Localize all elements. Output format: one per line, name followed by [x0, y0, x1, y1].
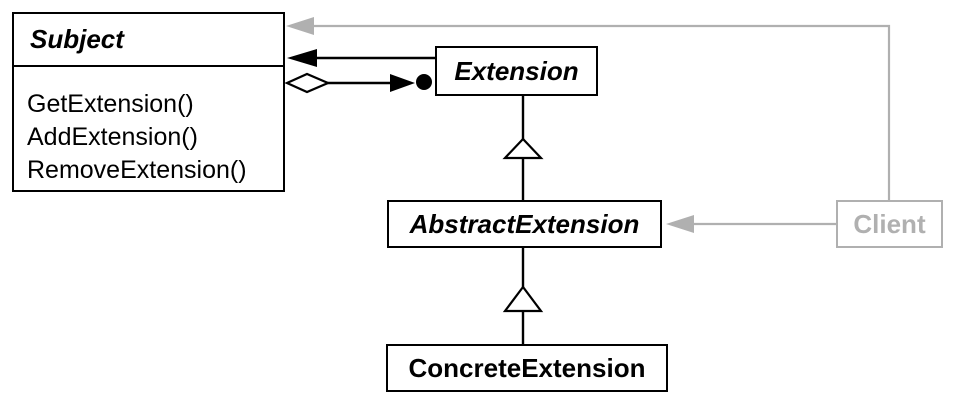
inheritance-triangle-icon [502, 137, 544, 160]
dependency-arrow-client-to-abstractextension [666, 215, 836, 233]
subject-method-list: GetExtension() AddExtension() RemoveExte… [14, 67, 283, 187]
method-removeextension: RemoveExtension() [27, 156, 247, 184]
class-name-subject: Subject [14, 14, 283, 67]
class-box-subject: Subject GetExtension() AddExtension() Re… [12, 12, 285, 192]
gray-arrowhead-at-abstractextension-icon [666, 215, 694, 233]
method-addextension: AddExtension() [27, 123, 198, 151]
class-name-concreteextension: ConcreteExtension [408, 352, 646, 383]
class-name-abstractextension: AbstractExtension [409, 208, 640, 239]
gray-arrowhead-at-subject-icon [286, 17, 314, 35]
class-name-client: Client [853, 208, 926, 239]
method-getextension: GetExtension() [27, 90, 194, 118]
class-box-abstractextension: AbstractExtension [387, 200, 662, 248]
inheritance-triangle-icon-2 [502, 285, 544, 313]
class-box-concreteextension: ConcreteExtension [386, 344, 668, 392]
dependency-line-client-subject [292, 24, 891, 201]
class-box-extension: Extension [435, 46, 598, 96]
inheritance-abstractextension-to-extension [502, 95, 544, 201]
multiplicity-ball-icon [416, 74, 432, 90]
class-name-extension: Extension [454, 55, 579, 86]
inheritance-concreteextension-to-abstractextension [502, 248, 544, 345]
black-arrowhead-at-subject-icon [287, 49, 317, 67]
class-box-client: Client [836, 200, 943, 248]
dependency-arrow-client-to-subject [286, 17, 891, 201]
aggregation-link-subject-to-extension [284, 72, 432, 94]
reference-arrow-extension-to-subject [287, 49, 435, 67]
black-arrowhead-at-extension-icon [390, 74, 415, 92]
aggregation-diamond-icon [284, 72, 331, 94]
